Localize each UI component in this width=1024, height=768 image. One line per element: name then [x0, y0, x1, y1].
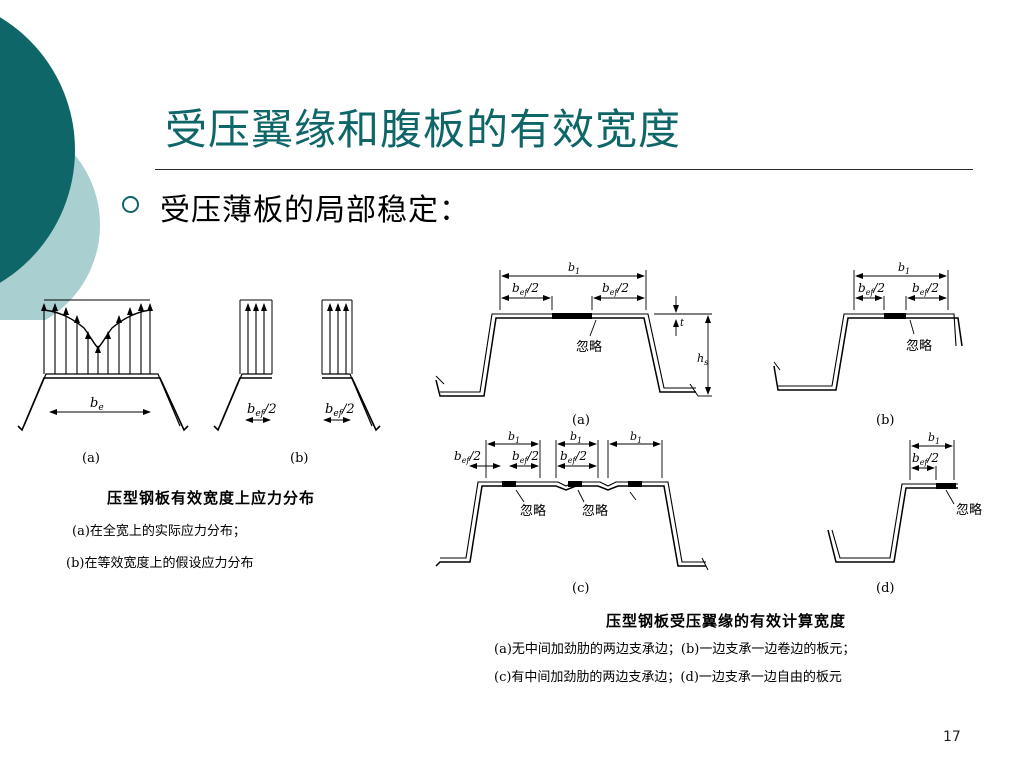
slide-title: 受压翼缘和腹板的有效宽度	[165, 105, 682, 154]
slide-subtitle: 受压薄板的局部稳定：	[160, 193, 470, 228]
left-panel-b: (b)	[290, 451, 308, 466]
right-a-label-h: hs	[697, 352, 708, 367]
left-caption-title: 压型钢板有效宽度上应力分布	[107, 489, 316, 507]
right-d-label-ignore: 忽略	[956, 502, 982, 518]
right-d-label-half: bef/2	[912, 451, 939, 467]
right-figure-c	[435, 440, 709, 571]
right-c-label-b1-2: b1	[570, 430, 582, 445]
left-a-label-be: be	[90, 396, 104, 413]
right-c-label-half-1: bef/2	[454, 449, 481, 465]
right-a-label-t: t	[680, 318, 685, 329]
right-c-label-b1-3: b1	[630, 430, 642, 445]
right-c-label-b1-1: b1	[508, 430, 520, 445]
right-figure-b	[773, 270, 963, 391]
right-caption-line1: (a)无中间加劲肋的两边支承边；(b)一边支承一边卷边的板元；	[494, 642, 856, 657]
page-number: 17	[943, 729, 961, 745]
right-b-label-ignore: 忽略	[906, 338, 932, 354]
bullet-circle-icon	[122, 196, 139, 213]
right-figure-d	[827, 440, 958, 563]
left-caption-b: (b)在等效宽度上的假设应力分布	[66, 556, 254, 571]
right-panel-b: (b)	[876, 413, 894, 428]
right-panel-d: (d)	[876, 581, 894, 596]
right-panel-a: (a)	[572, 413, 590, 428]
right-c-label-ignore-1: 忽略	[520, 503, 546, 519]
right-b-label-half-1: bef/2	[858, 281, 885, 297]
left-panel-a: (a)	[82, 451, 100, 466]
left-b-label-half-2: bef/2	[325, 402, 355, 419]
left-figure-a	[17, 299, 189, 432]
left-b-label-half-1: bef/2	[247, 402, 277, 419]
right-b-label-b1: b1	[898, 261, 910, 276]
title-divider	[155, 169, 973, 170]
right-c-label-ignore-2: 忽略	[582, 503, 608, 519]
right-caption-title: 压型钢板受压翼缘的有效计算宽度	[606, 612, 847, 630]
right-b-label-half-2: bef/2	[912, 281, 939, 297]
right-panel-c: (c)	[572, 581, 589, 596]
right-a-label-ignore: 忽略	[576, 339, 602, 355]
right-a-label-half-2: bef/2	[602, 281, 629, 297]
decorative-circles	[0, 17, 100, 320]
right-figure-a	[435, 270, 712, 397]
right-a-label-half-1: bef/2	[512, 281, 539, 297]
left-figure-b	[213, 299, 381, 432]
left-caption-a: (a)在全宽上的实际应力分布；	[72, 524, 246, 539]
right-c-label-half-2: bef/2	[512, 449, 539, 465]
decor-circle-dark	[0, 17, 75, 283]
right-caption-line2: (c)有中间加劲肋的两边支承边；(d)一边支承一边自由的板元	[494, 670, 842, 685]
right-a-label-b1: b1	[568, 261, 580, 276]
right-d-label-b1: b1	[928, 431, 940, 446]
right-c-label-half-3: bef/2	[560, 449, 587, 465]
